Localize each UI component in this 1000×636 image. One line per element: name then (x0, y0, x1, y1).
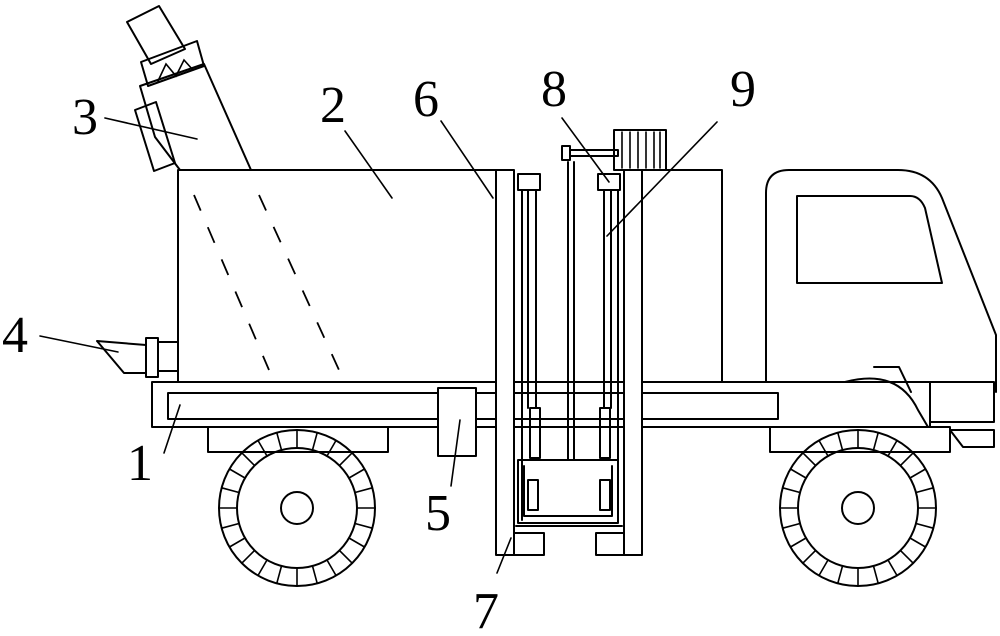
label-3: 3 (72, 89, 98, 146)
tire-tread-segment (220, 486, 240, 494)
label-2: 2 (320, 77, 346, 134)
leader-lines (39, 117, 718, 574)
tire-tread-segment (801, 451, 817, 467)
tire-tread-segment (326, 559, 337, 577)
tire-tread-segment (228, 537, 246, 548)
label-9: 9 (730, 61, 756, 118)
front-wheel (779, 429, 937, 587)
tire-tread-segment (818, 439, 829, 457)
cab (765, 169, 997, 428)
feed-hopper (126, 5, 252, 172)
tire-tread-segment (241, 451, 256, 467)
tire-tread-segment (348, 468, 366, 479)
tire-tread-segment (789, 468, 807, 479)
tire-tread-segment (887, 439, 898, 457)
label-8: 8 (541, 61, 567, 118)
tire-tread-segment (311, 565, 319, 585)
label-1: 1 (127, 435, 153, 492)
tire-tread-segment (338, 549, 354, 565)
tire-tread-segment (348, 537, 366, 548)
tire-tread-segment (899, 451, 915, 467)
label-7: 7 (473, 583, 499, 636)
label-5: 5 (425, 485, 451, 542)
tire-tread-segment (836, 431, 844, 451)
tire-tread-segment (241, 549, 256, 565)
label-6: 6 (413, 71, 439, 128)
rear-wheel (218, 429, 376, 587)
tire-tread-segment (781, 486, 801, 494)
tire-tread-segment (872, 431, 880, 451)
tire-tread-segment (887, 559, 898, 577)
tire-tread-segment (257, 559, 268, 577)
tire-tread-segment (915, 522, 935, 530)
tire-tread-segment (872, 565, 880, 585)
tire-tread-segment (257, 439, 268, 457)
discharge-outlet (96, 337, 179, 378)
tank (177, 169, 497, 383)
tire-tread-segment (915, 486, 935, 494)
tire-tread-segment (801, 549, 817, 565)
tire-tread-segment (326, 439, 337, 457)
tire-tread-segment (909, 468, 927, 479)
tire-tread-segment (909, 537, 927, 548)
tire-tread-segment (275, 431, 283, 451)
tire-tread-segment (818, 559, 829, 577)
label-4: 4 (2, 307, 28, 364)
tire-tread-segment (899, 549, 915, 565)
tire-tread-segment (781, 522, 801, 530)
tire-tread-segment (338, 451, 354, 467)
tire-tread-segment (228, 468, 246, 479)
tire-tread-segment (789, 537, 807, 548)
tire-tread-segment (311, 431, 319, 451)
lift-frame (495, 161, 723, 556)
tire-tread-segment (275, 565, 283, 585)
tire-tread-segment (836, 565, 844, 585)
tire-tread-segment (354, 486, 374, 494)
tire-tread-segment (354, 522, 374, 530)
tire-tread-segment (220, 522, 240, 530)
motor (561, 129, 667, 171)
